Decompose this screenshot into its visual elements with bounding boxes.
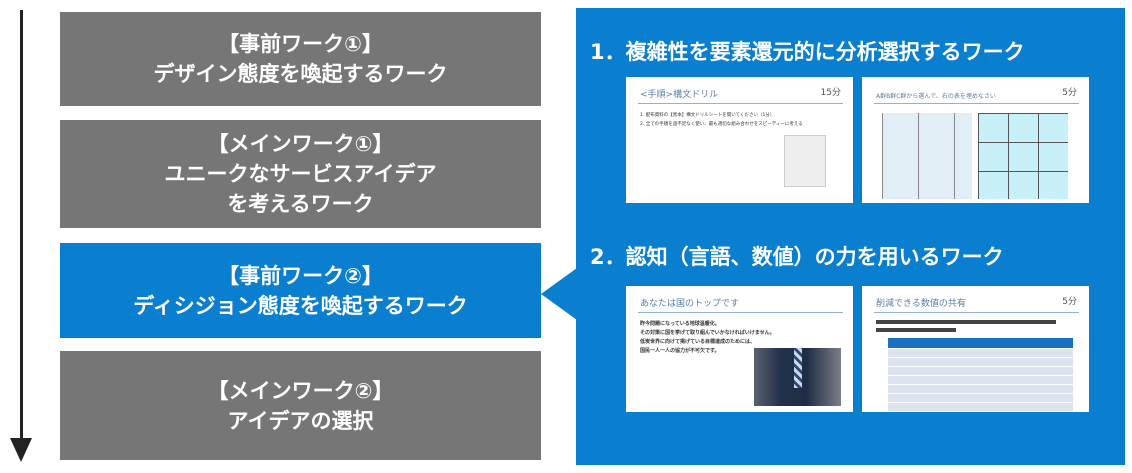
timeline-arrow [20,10,23,440]
step-main-work-2: 【メインワーク②】 アイデアの選択 [60,351,541,460]
slide-line: 低炭世界に向けて掲げている目標達成のためには、 [640,339,756,345]
slide-line: 昨今問題になっている地球温暖化。 [640,321,720,327]
slide-thumbnail-syntax-drill: <手順>構文ドリル 15分 1. 配布資料の【黒本】構文ドリルシートを開いてくだ… [626,77,853,203]
slide-title: A群B群C群から選んで、右の表を埋めなさい [876,93,996,100]
step-label: 【メインワーク①】 [207,132,394,156]
step-main-work-1: 【メインワーク①】 ユニークなサービスアイデア を考えるワーク [60,120,541,228]
slide-title: 削減できる数値の共有 [876,299,966,309]
divider [874,103,1079,104]
slide-thumbnail-table: A群B群C群から選んで、右の表を埋めなさい 5分 [862,77,1089,203]
step-label: 【メインワーク②】 [207,378,394,403]
slide-title: <手順>構文ドリル [640,90,719,100]
businessman-photo [754,348,841,406]
step-label: 【事前ワーク①】 [218,32,383,56]
answer-grid [978,113,1068,199]
slide-time: 15分 [820,88,841,98]
slide-line: 国民一人一人の協力が不可欠です。 [640,348,720,354]
step-label: 【事前ワーク②】 [218,263,383,288]
step-text: ディシジョン態度を喚起するワーク [133,293,468,318]
step-text: ユニークなサービスアイデア [164,162,437,186]
slide-thumbnail-reduction-values: 削減できる数値の共有 5分 [862,286,1089,412]
slide-line: その対策に国を挙げて取り組んでいかなければいけません。 [640,330,775,336]
panel-heading-1: 1．複雑性を要素還元的に分析選択するワーク [590,40,1025,64]
slide-line: 1. 配布資料の【黒本】構文ドリルシートを開いてください（1分） [640,113,775,118]
worksheet-image [784,135,826,187]
step-text: デザイン態度を喚起するワーク [153,62,448,86]
step-pre-work-1: 【事前ワーク①】 デザイン態度を喚起するワーク [60,12,541,106]
arrow-head-icon [10,438,32,462]
panel-heading-2: 2．認知（言語、数値）の力を用いるワーク [590,245,1004,269]
divider [638,312,843,313]
reduction-table [888,338,1073,412]
divider [874,312,1079,313]
word-columns [882,113,972,199]
step-text: を考えるワーク [227,192,374,216]
slide-title: あなたは国のトップです [640,299,740,309]
step-pre-work-2: 【事前ワーク②】 ディシジョン態度を喚起するワーク [60,243,541,338]
slide-time: 5分 [1062,297,1077,307]
slide-time: 5分 [1062,88,1077,98]
callout-pointer [541,268,577,320]
divider [638,103,843,104]
step-text: アイデアの選択 [227,408,374,433]
slide-line: 2. 全ての手順を過不足なく使い、最も適切な組み合わせをスピーディーに考える [640,122,803,127]
slide-thumbnail-national-leader: あなたは国のトップです 昨今問題になっている地球温暖化。 その対策に国を挙げて取… [626,286,853,412]
